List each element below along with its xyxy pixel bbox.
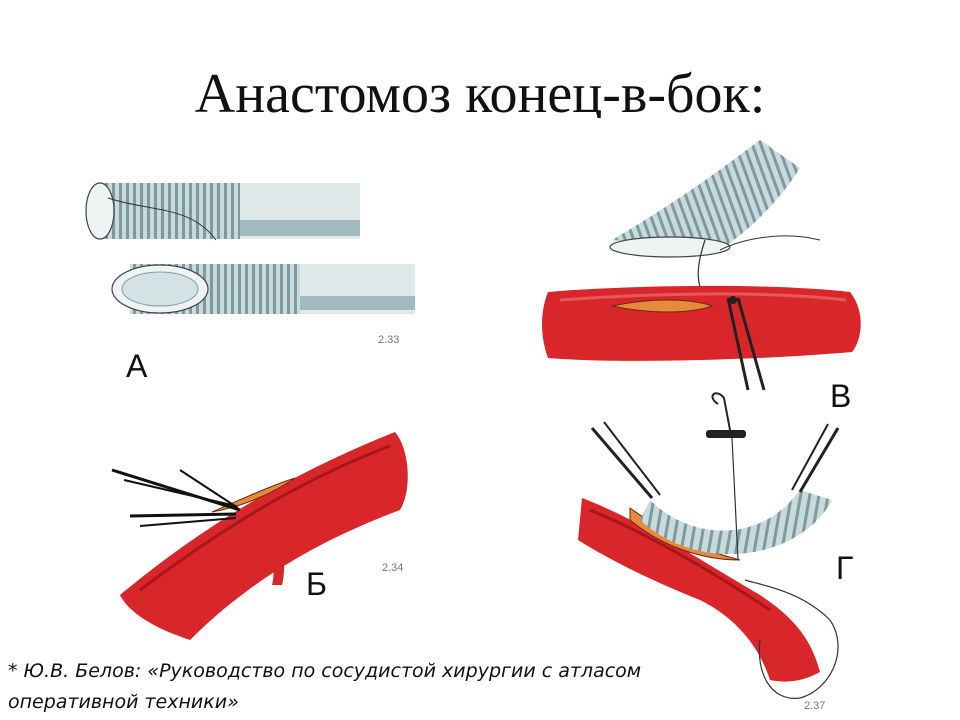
slide-title: Анастомоз конец-в-бок:	[194, 63, 766, 118]
figure-b-label: Б	[306, 566, 327, 602]
figure-b-number: 2.34	[382, 562, 404, 574]
figure-g-illustration	[578, 392, 840, 699]
figure-v-illustration	[542, 140, 861, 391]
citation: * Ю.В. Белов: «Руководство по сосудистой…	[8, 656, 768, 718]
citation-line-1: * Ю.В. Белов: «Руководство по сосудистой…	[8, 660, 642, 682]
figure-a-label: А	[126, 348, 148, 384]
figure-g-label: Г	[836, 550, 854, 586]
figure-a-number: 2.33	[378, 334, 400, 346]
figure-b-illustration	[111, 432, 408, 640]
figure-v-label: В	[830, 378, 852, 414]
citation-line-2: оперативной техники»	[8, 691, 239, 713]
figure-g-number: 2.37	[804, 700, 826, 712]
figure-a-illustration	[85, 182, 415, 314]
